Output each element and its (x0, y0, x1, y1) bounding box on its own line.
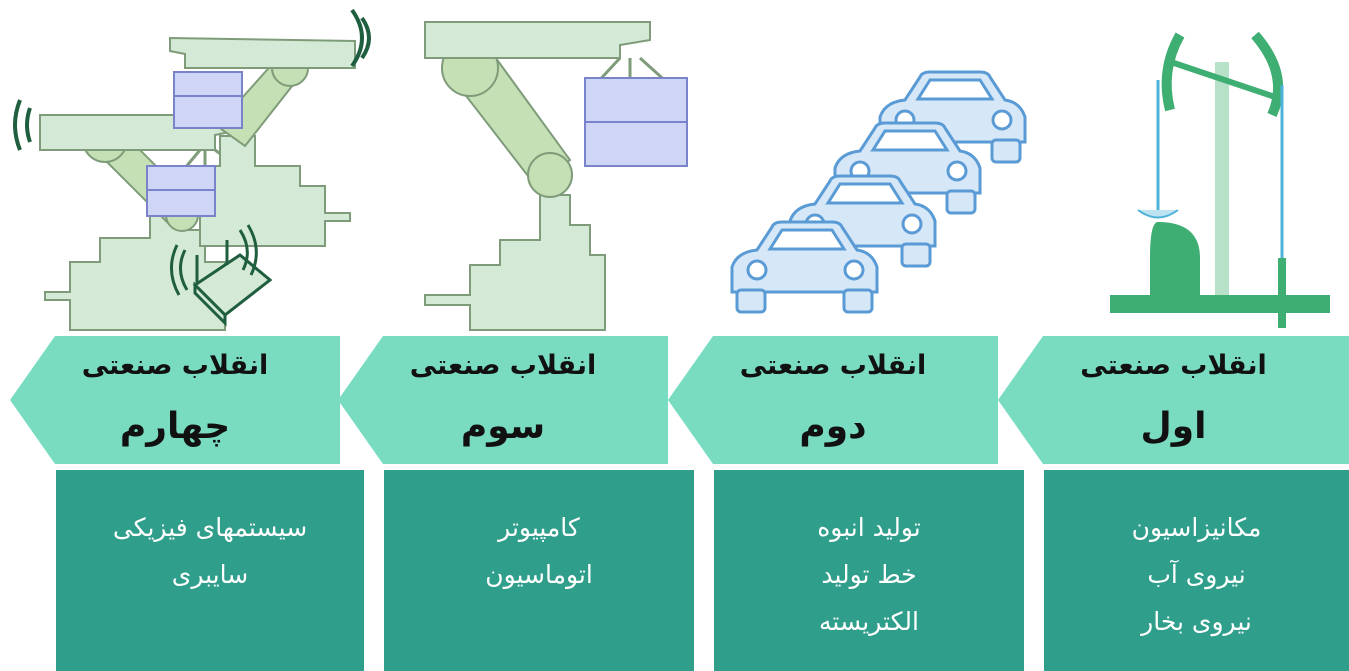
stage-item: اتوماسیون (485, 560, 593, 589)
steam-engine-icon (1110, 31, 1330, 328)
stage-banner-2: انقلاب صنعتی دوم (668, 336, 998, 464)
stage-banner-4: انقلاب صنعتی چهارم (10, 336, 340, 464)
stage-item: نیروی آب (1147, 560, 1246, 589)
stage-item: کامپیوتر (498, 513, 580, 542)
stage-item: تولید انبوه (817, 513, 921, 542)
stage-title: انقلاب صنعتی (1080, 350, 1267, 381)
chevron-shape (10, 336, 340, 464)
stage-title: انقلاب صنعتی (409, 350, 597, 381)
chevron-shape (668, 336, 998, 464)
stage-item: سایبری (171, 560, 249, 589)
stage-box-3: کامپیوتر اتوماسیون (384, 470, 694, 671)
stage-ordinal: اول (1140, 406, 1207, 447)
stage-ordinal: دوم (799, 406, 867, 447)
chevron-shape (998, 336, 1349, 464)
stage-item: سیستمهای فیزیکی (112, 513, 308, 542)
stage-ordinal: چهارم (119, 406, 231, 447)
stage-ordinal: سوم (460, 406, 546, 447)
stage-item: نیروی بخار (1141, 607, 1252, 636)
stage-title: انقلاب صنعتی (739, 350, 927, 381)
stage-item: مکانیزاسیون (1131, 513, 1262, 542)
cars-assembly-icon (730, 70, 1027, 314)
connected-robots-icon (13, 8, 371, 332)
chevron-shape (338, 336, 668, 464)
stage-banner-3: انقلاب صنعتی سوم (338, 336, 668, 464)
stage-box-2: تولید انبوه خط تولید الکتریسته (714, 470, 1024, 671)
stage-item: خط تولید (821, 560, 917, 589)
stage-item: الکتریسته (819, 607, 919, 636)
stage-title: انقلاب صنعتی (81, 350, 269, 381)
stage-banner-1: انقلاب صنعتی اول (998, 336, 1349, 464)
stage-box-1: مکانیزاسیون نیروی آب نیروی بخار (1044, 470, 1349, 671)
stage-box-4: سیستمهای فیزیکی سایبری (56, 470, 364, 671)
robot-arm-icon (424, 21, 688, 331)
